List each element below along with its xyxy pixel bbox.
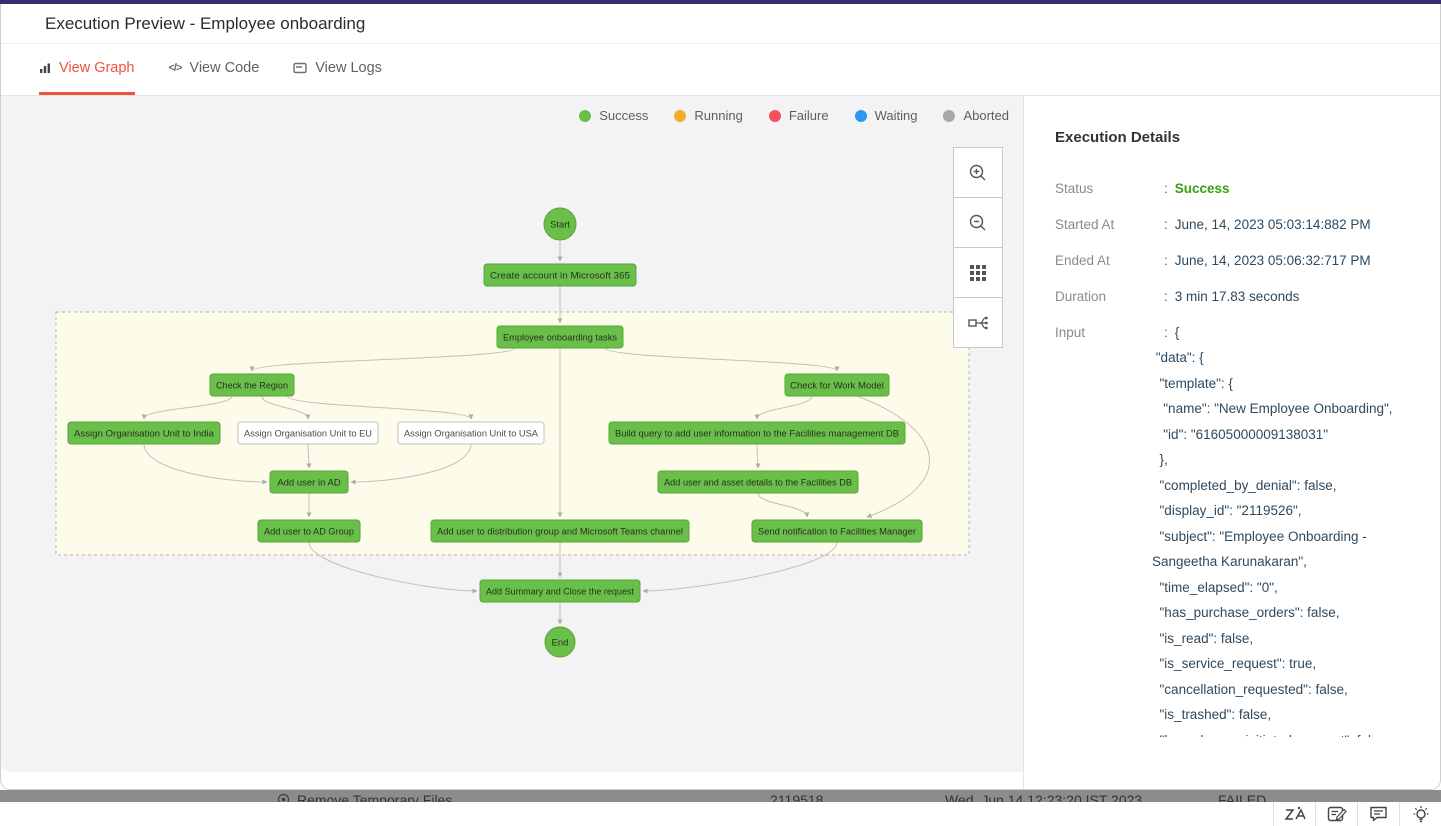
- feedback-icon: [1327, 806, 1347, 822]
- node-adgroup[interactable]: Add user to AD Group: [257, 519, 361, 543]
- legend-item-waiting: Waiting: [854, 108, 918, 123]
- comment-button[interactable]: [1357, 802, 1399, 826]
- edge-notify-summary: [642, 541, 838, 594]
- node-create[interactable]: Create account in Microsoft 365: [483, 263, 637, 287]
- node-start[interactable]: Start: [543, 207, 577, 241]
- input-json: "data": { "template": { "name": "New Emp…: [1152, 350, 1393, 737]
- legend-label: Success: [599, 108, 649, 123]
- app-top-bar: [0, 0, 1441, 4]
- node-region[interactable]: Check the Region: [209, 373, 295, 397]
- edge-india-adduser: [143, 443, 268, 485]
- row-name: Remove Temporary Files: [297, 792, 453, 802]
- legend-dot: [943, 109, 956, 122]
- edge-workmodel-buildquery: [754, 395, 813, 420]
- zoom-in-icon: [969, 164, 986, 180]
- node-assets[interactable]: Add user and asset details to the Facili…: [657, 470, 859, 494]
- node-adduser[interactable]: Add user in AD: [269, 470, 349, 494]
- layout-button[interactable]: [953, 297, 1003, 348]
- edge-tasks-workmodel: [604, 347, 840, 372]
- bottom-action-bar: [0, 802, 1441, 826]
- node-eu[interactable]: Assign Organisation Unit to EU: [237, 421, 379, 445]
- legend-dot: [854, 109, 867, 122]
- edge-usa-adduser: [350, 443, 472, 485]
- detail-row-ended: Ended At : June, 14, 2023 05:06:32:717 P…: [1055, 253, 1371, 268]
- legend-dot: [768, 109, 781, 122]
- legend-item-success: Success: [579, 108, 648, 123]
- bar-chart-icon: [39, 62, 51, 74]
- legend-item-failure: Failure: [768, 108, 829, 123]
- edge-region-eu: [261, 395, 311, 420]
- detail-row-started: Started At : June, 14, 2023 05:03:14:882…: [1055, 217, 1371, 232]
- node-summary[interactable]: Add Summary and Close the request: [479, 579, 641, 603]
- graph-toolbar: [953, 147, 1003, 348]
- tab-label: View Logs: [315, 60, 382, 76]
- legend-dot: [674, 109, 687, 122]
- zoom-out-icon: [969, 214, 986, 230]
- dialog-header: Execution Preview - Employee onboarding: [1, 4, 1440, 44]
- zia-icon: [1283, 806, 1306, 820]
- tab-bar: View Graph </> View Code View Logs: [1, 44, 1440, 96]
- row-status: FAILED: [1218, 792, 1267, 802]
- legend-label: Failure: [788, 108, 829, 123]
- execution-preview-dialog: Execution Preview - Employee onboarding …: [0, 4, 1441, 790]
- node-india[interactable]: Assign Organisation Unit to India: [67, 421, 221, 445]
- edge-assets-notify: [757, 492, 810, 518]
- grid-view-button[interactable]: [953, 247, 1003, 298]
- legend-item-running: Running: [674, 108, 743, 123]
- comment-icon: [1370, 806, 1387, 822]
- status-legend: Success Running Failure Waiting Aborted: [553, 108, 1009, 123]
- tab-view-code[interactable]: </> View Code: [169, 44, 260, 95]
- bulb-icon: [1413, 805, 1428, 822]
- edge-region-usa: [286, 395, 474, 420]
- tab-view-logs[interactable]: View Logs: [293, 44, 382, 95]
- layout-icon: [968, 316, 988, 329]
- detail-row-input: Input : {: [1055, 325, 1180, 340]
- legend-item-aborted: Aborted: [943, 108, 1009, 123]
- feedback-button[interactable]: [1315, 802, 1357, 826]
- zoom-in-button[interactable]: [953, 147, 1003, 198]
- tab-label: View Graph: [59, 60, 135, 76]
- legend-label: Aborted: [963, 108, 1009, 123]
- edge-tasks-region: [249, 347, 516, 372]
- background-table-row: Remove Temporary Files 2119518 Wed, Jun …: [0, 790, 1441, 802]
- tab-label: View Code: [189, 60, 260, 76]
- detail-row-status: Status : Success: [1055, 181, 1230, 196]
- node-usa[interactable]: Assign Organisation Unit to USA: [397, 421, 545, 445]
- node-end[interactable]: End: [544, 626, 576, 658]
- tab-view-graph[interactable]: View Graph: [39, 44, 135, 95]
- row-date: Wed, Jun 14 12:23:20 IST 2023: [945, 792, 1143, 802]
- edge-region-india: [141, 395, 233, 420]
- execution-details-panel: Execution Details Status : Success Start…: [1023, 96, 1440, 789]
- node-buildquery[interactable]: Build query to add user information to t…: [608, 421, 906, 445]
- detail-row-duration: Duration : 3 min 17.83 seconds: [1055, 289, 1300, 304]
- page-title: Execution Preview - Employee onboarding: [45, 13, 366, 33]
- status-badge: Success: [1174, 181, 1230, 196]
- tips-button[interactable]: [1399, 802, 1441, 826]
- row-type-icon: [277, 791, 290, 802]
- legend-label: Running: [694, 108, 743, 123]
- node-tasks[interactable]: Employee onboarding tasks: [496, 325, 624, 349]
- legend-label: Waiting: [874, 108, 918, 123]
- grid-icon: [970, 264, 986, 281]
- zoom-out-button[interactable]: [953, 197, 1003, 248]
- zia-button[interactable]: [1273, 802, 1315, 826]
- edge-adgroup-summary: [308, 541, 478, 594]
- logs-icon: [293, 62, 307, 74]
- edge-eu-adduser: [306, 443, 312, 469]
- edge-workmodel-notify: [856, 395, 930, 518]
- legend-dot: [579, 109, 592, 122]
- code-icon: </>: [168, 62, 183, 74]
- details-title: Execution Details: [1055, 129, 1181, 146]
- node-notify[interactable]: Send notification to Facilities Manager: [751, 519, 923, 543]
- node-workmodel[interactable]: Check for Work Model: [784, 373, 890, 397]
- row-id: 2119518: [770, 792, 824, 802]
- edge-buildquery-assets: [755, 443, 761, 469]
- node-distgroup[interactable]: Add user to distribution group and Micro…: [430, 519, 690, 543]
